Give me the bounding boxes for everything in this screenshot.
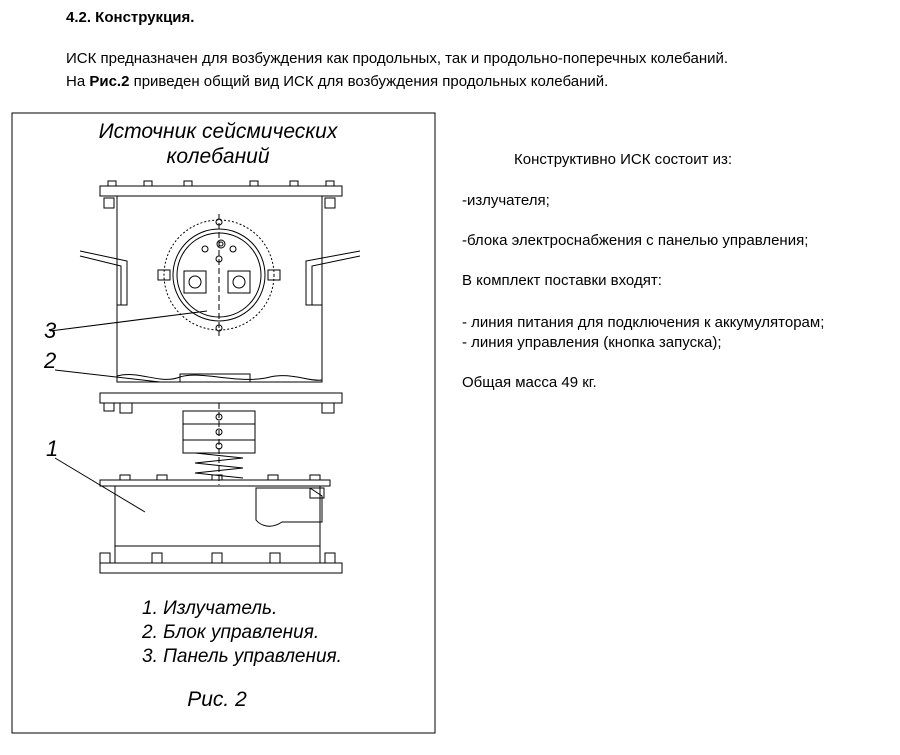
delivery-heading: В комплект поставки входят: [462, 272, 662, 289]
lower-emitter [114, 485, 321, 547]
figure-title-line-2: колебаний [166, 145, 269, 168]
intro-line-2-suffix: приведен общий вид ИСК для возбуждения п… [129, 73, 609, 90]
panel-socket-left [183, 270, 207, 294]
left-handle [79, 250, 128, 306]
lower-base-plate [99, 562, 343, 574]
upper-base-plate [99, 392, 343, 404]
control-panel-outer [163, 219, 275, 331]
callout-1: 1 [46, 436, 58, 461]
callout-3: 3 [44, 318, 57, 343]
composition-intro: Конструктивно ИСК состоит из: [514, 151, 733, 168]
figure-caption: Рис. 2 [187, 688, 247, 711]
intro-line-2: На Рис.2 приведен общий вид ИСК для возб… [66, 70, 886, 93]
intro-paragraph: ИСК предназначен для возбуждения как про… [66, 47, 886, 93]
intro-line-1: ИСК предназначен для возбуждения как про… [66, 50, 729, 67]
delivery-item-control-line: - линия управления (кнопка запуска); [462, 334, 722, 351]
section-heading: 4.2. Конструкция. [66, 9, 195, 26]
composition-item-emitter: -излучателя; [462, 192, 550, 209]
spring [194, 452, 244, 479]
legend-item-2: 2. Блок управления. [141, 622, 319, 643]
composition-item-power-block: -блока электроснабжения с панелью управл… [462, 232, 809, 249]
drawing-frame [11, 112, 436, 734]
intro-line-2-prefix: На [66, 73, 90, 90]
right-handle [305, 250, 361, 306]
callout-2: 2 [43, 348, 56, 373]
total-mass: Общая масса 49 кг. [462, 374, 597, 391]
figure-title-line-1: Источник сейсмических [99, 120, 339, 143]
delivery-item-power-line: - линия питания для подключения к аккуму… [462, 314, 825, 331]
panel-socket-right [227, 270, 251, 294]
legend-item-1: 1. Излучатель. [142, 598, 277, 619]
legend-item-3: 3. Панель управления. [142, 646, 342, 667]
figure-reference: Рис.2 [89, 73, 130, 90]
